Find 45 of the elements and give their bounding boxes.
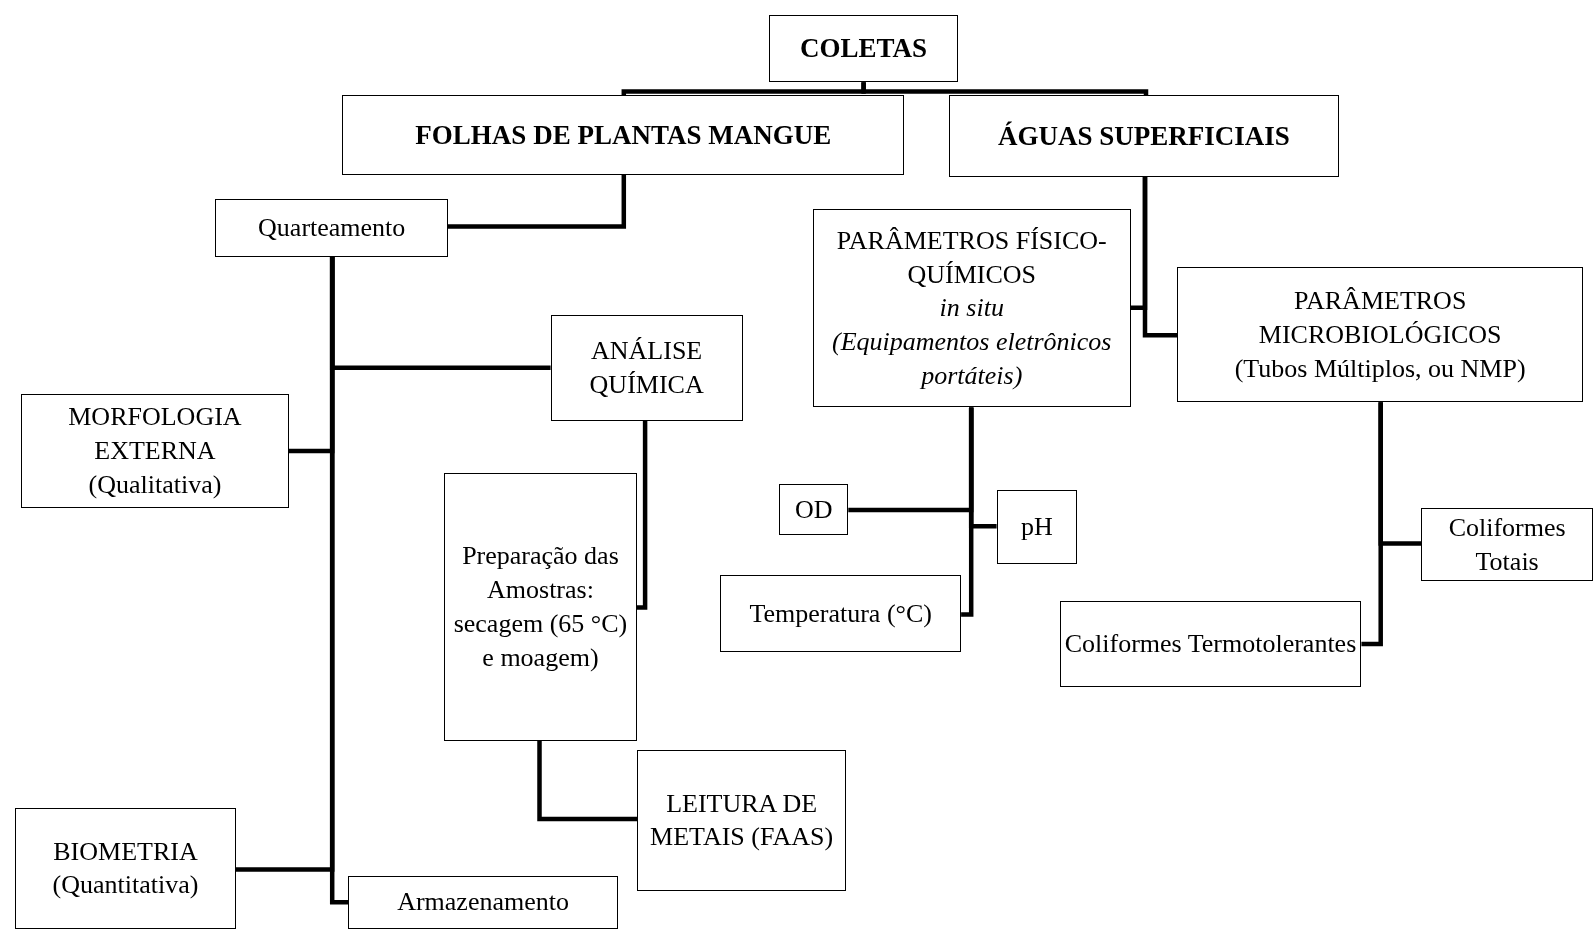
box-label: MORFOLOGIA EXTERNA <box>67 401 243 468</box>
connector-line <box>329 257 349 905</box>
process-box <box>812 209 1131 408</box>
process-box <box>1421 507 1593 582</box>
connector-line <box>1142 176 1178 338</box>
box-label: ANÁLISE QUÍMICA <box>588 334 705 401</box>
box-label: LEITURA DE METAIS (FAAS) <box>649 787 835 854</box>
box-label: Coliformes Totais <box>1447 511 1567 578</box>
box-label: COLETAS <box>800 32 928 66</box>
process-box <box>1059 601 1362 687</box>
box-label: (Qualitativa) <box>88 468 222 501</box>
process-box <box>550 314 743 421</box>
process-box <box>342 95 905 175</box>
box-label: ÁGUAS SUPERFICIAIS <box>998 119 1290 153</box>
process-box <box>720 575 962 653</box>
box-label: FOLHAS DE PLANTAS MANGUE <box>415 118 832 152</box>
process-box <box>1177 267 1583 403</box>
box-label: in situ <box>939 292 1004 325</box>
process-box <box>948 95 1339 177</box>
process-box <box>996 489 1077 564</box>
connector-line <box>1361 402 1383 647</box>
box-label: Preparação das Amostras: secagem (65 °C) e moagem) <box>452 540 629 674</box>
box-label: BIOMETRIA (Quantitativa) <box>51 835 200 902</box>
process-box <box>215 199 448 258</box>
box-label: (Tubos Múltiplos, ou NMP) <box>1234 352 1526 385</box>
box-label: (Equipamentos eletrônicos portáteis) <box>831 326 1113 392</box>
box-label: Coliformes Termotolerantes <box>1064 628 1357 661</box>
process-box <box>15 807 236 929</box>
box-label: Armazenamento <box>397 886 569 919</box>
connector-line <box>448 174 627 229</box>
process-box <box>348 875 618 929</box>
process-box <box>779 483 849 536</box>
process-box <box>769 15 958 83</box>
connector-line <box>637 420 648 610</box>
process-box <box>21 394 289 508</box>
box-label: PARÂMETROS MICROBIOLÓGICOS <box>1257 285 1503 351</box>
process-box <box>637 749 847 891</box>
box-label: pH <box>1020 510 1053 543</box>
box-label: Temperatura (°C) <box>749 597 932 630</box>
connector-line <box>537 740 637 822</box>
process-box <box>443 473 637 741</box>
connector-line <box>961 407 974 617</box>
box-label: OD <box>794 493 833 526</box>
box-label: Quarteamento <box>258 212 406 245</box>
connector-line <box>861 82 1149 96</box>
